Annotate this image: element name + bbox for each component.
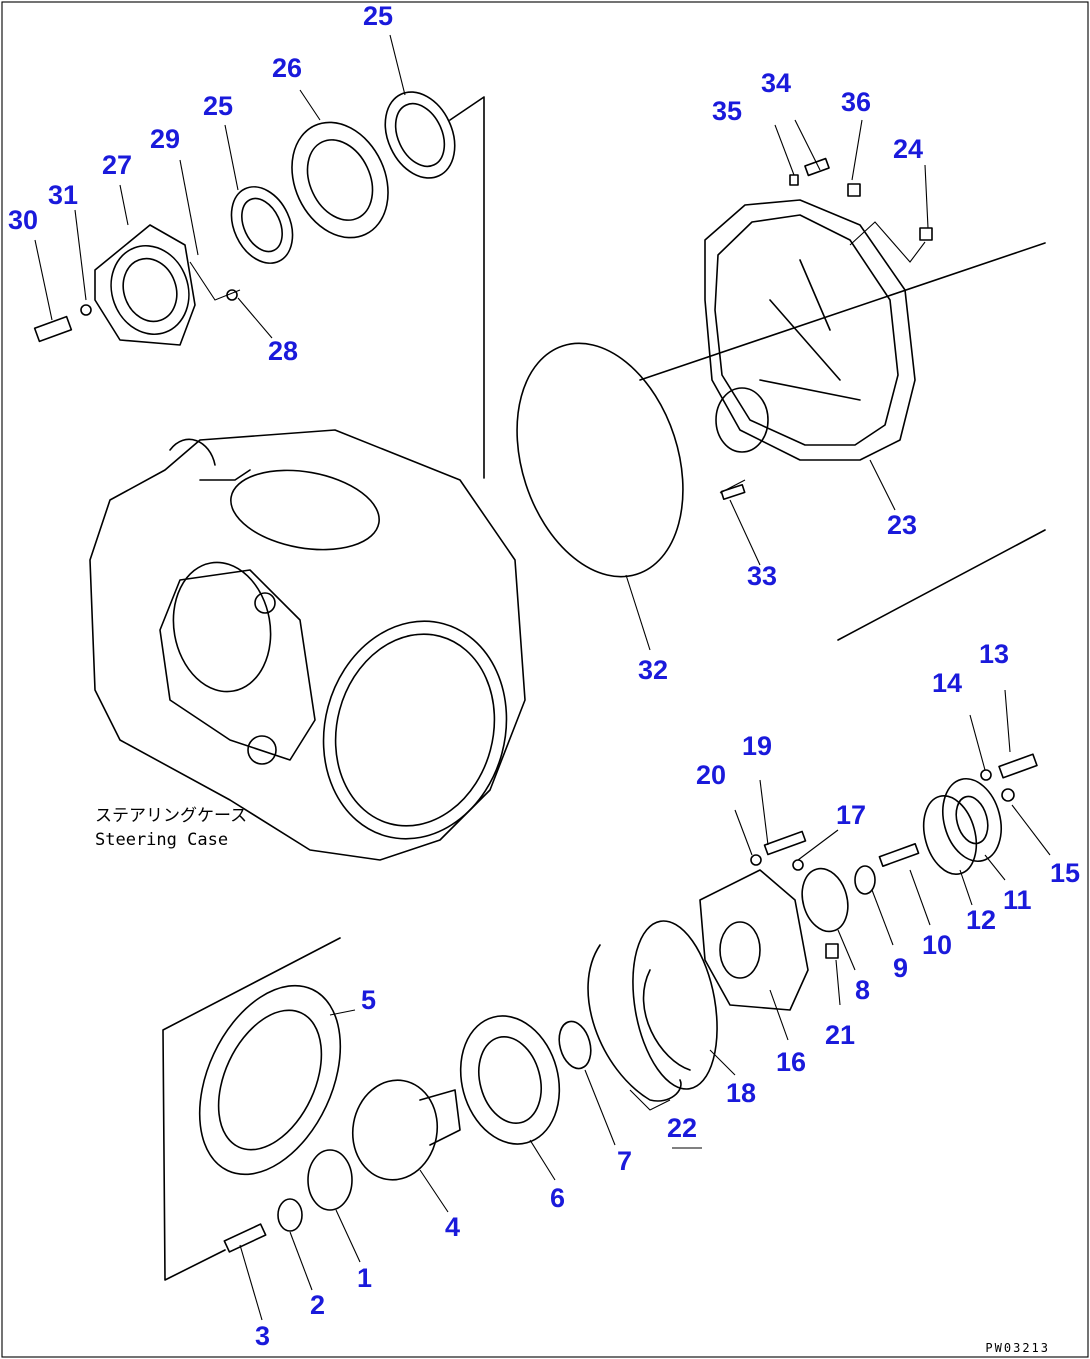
part-number-8: 8 — [855, 975, 871, 1005]
part-number-1: 1 — [357, 1263, 373, 1293]
part-number-15: 15 — [1050, 858, 1081, 888]
part-number-20: 20 — [696, 760, 727, 790]
part-number-32: 32 — [638, 655, 669, 685]
pin-33 — [720, 483, 746, 501]
part-number-7: 7 — [617, 1146, 633, 1176]
plug-36 — [847, 183, 861, 197]
part-number-34: 34 — [761, 68, 792, 98]
part-number-23: 23 — [887, 510, 918, 540]
steering-case — [89, 429, 526, 861]
steering-case-label-en: Steering Case — [95, 830, 229, 850]
part-number-36: 36 — [841, 87, 872, 117]
part-number-9: 9 — [893, 953, 909, 983]
part-number-24: 24 — [893, 134, 924, 164]
part-number-2: 2 — [310, 1290, 326, 1320]
part-number-25-top: 25 — [363, 1, 394, 31]
cover-housing — [704, 199, 916, 461]
part-number-27: 27 — [102, 150, 133, 180]
part-number-26: 26 — [272, 53, 303, 83]
plug-24 — [919, 227, 933, 241]
drawing-code: PW03213 — [985, 1341, 1050, 1355]
part-number-31: 31 — [48, 180, 79, 210]
part-number-28: 28 — [268, 336, 299, 366]
part-number-16: 16 — [776, 1047, 807, 1077]
part-number-6: 6 — [550, 1183, 566, 1213]
part-number-18: 18 — [726, 1078, 757, 1108]
part-number-17: 17 — [836, 800, 867, 830]
part-number-5: 5 — [361, 985, 377, 1015]
frame-line-lower — [162, 937, 341, 1281]
guide-line-right — [837, 529, 1046, 641]
part-number-21: 21 — [825, 1020, 856, 1050]
part-number-29: 29 — [150, 124, 181, 154]
part-number-3: 3 — [255, 1321, 271, 1351]
steering-case-label-jp: ステアリングケース — [95, 806, 248, 826]
part-number-25-left: 25 — [203, 91, 234, 121]
axis-line-top — [639, 242, 1046, 381]
upper-left-assembly — [33, 91, 456, 346]
part-number-11: 11 — [1003, 885, 1032, 915]
lower-assembly — [198, 753, 1038, 1253]
part-number-4: 4 — [445, 1212, 461, 1242]
part-number-12: 12 — [966, 905, 997, 935]
part-number-30: 30 — [8, 205, 39, 235]
part-number-13: 13 — [979, 639, 1010, 669]
bolt-34 — [804, 157, 830, 177]
nut-35 — [789, 174, 799, 186]
part-number-33: 33 — [747, 561, 778, 591]
part-number-14: 14 — [932, 668, 963, 698]
part-number-35: 35 — [712, 96, 743, 126]
o-ring — [516, 342, 684, 578]
part-number-22: 22 — [667, 1113, 698, 1143]
part-number-10: 10 — [922, 930, 953, 960]
frame-line-upper — [449, 96, 485, 479]
part-number-19: 19 — [742, 731, 773, 761]
